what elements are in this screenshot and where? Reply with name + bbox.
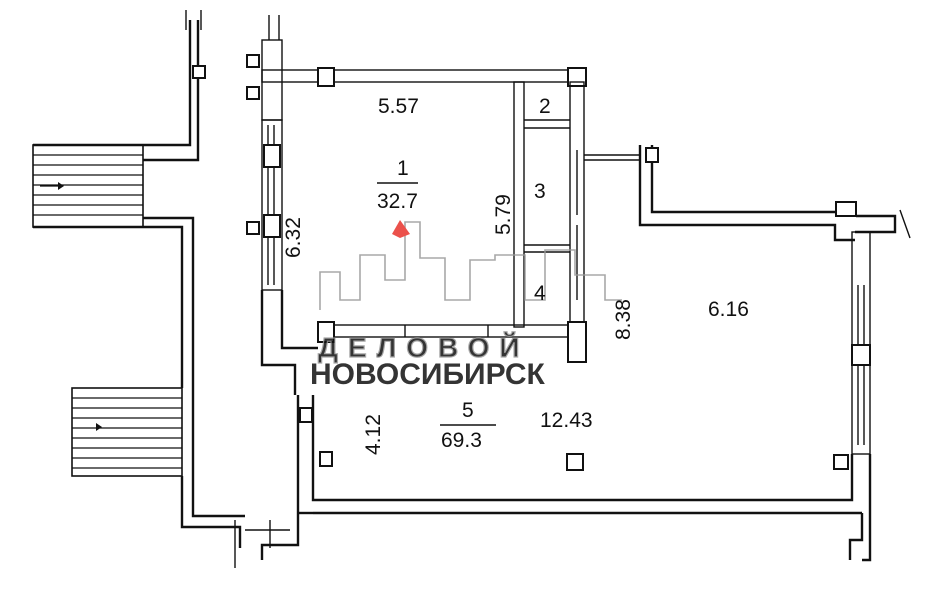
room-4-number: 4	[534, 282, 546, 305]
room-5-walls	[234, 145, 911, 568]
corridor-walls	[33, 10, 245, 548]
room-labels: 5.57 1 32.7 6.32 5.79 2 3 4 8.38 6.16 4.…	[282, 95, 749, 455]
room-5-number: 5	[462, 399, 474, 422]
room-5-right-width-label: 6.16	[708, 298, 749, 321]
room-1-number: 1	[397, 157, 409, 180]
watermark-line2: НОВОСИБИРСК	[310, 358, 546, 391]
room-1-side-label: 6.32	[282, 217, 305, 258]
watermark: ДЕЛОВОЙ НОВОСИБИРСК	[310, 220, 622, 391]
watermark-line1: ДЕЛОВОЙ	[318, 331, 529, 363]
room-5-height-label: 8.38	[612, 299, 635, 340]
stair-bottom	[71, 387, 183, 477]
room-1-width-label: 5.57	[378, 95, 419, 118]
stair-top	[32, 144, 144, 228]
room-5-width-label: 12.43	[540, 409, 593, 432]
room-3-number: 3	[534, 180, 546, 203]
room-2-number: 2	[539, 95, 551, 118]
watermark-triangle-icon	[392, 220, 410, 238]
room-1-walls	[246, 15, 587, 395]
room-5-depth-label: 4.12	[362, 414, 385, 455]
room-5-area: 69.3	[441, 429, 482, 452]
room-1-height-label: 5.79	[492, 194, 515, 235]
room-1-area: 32.7	[377, 190, 418, 213]
